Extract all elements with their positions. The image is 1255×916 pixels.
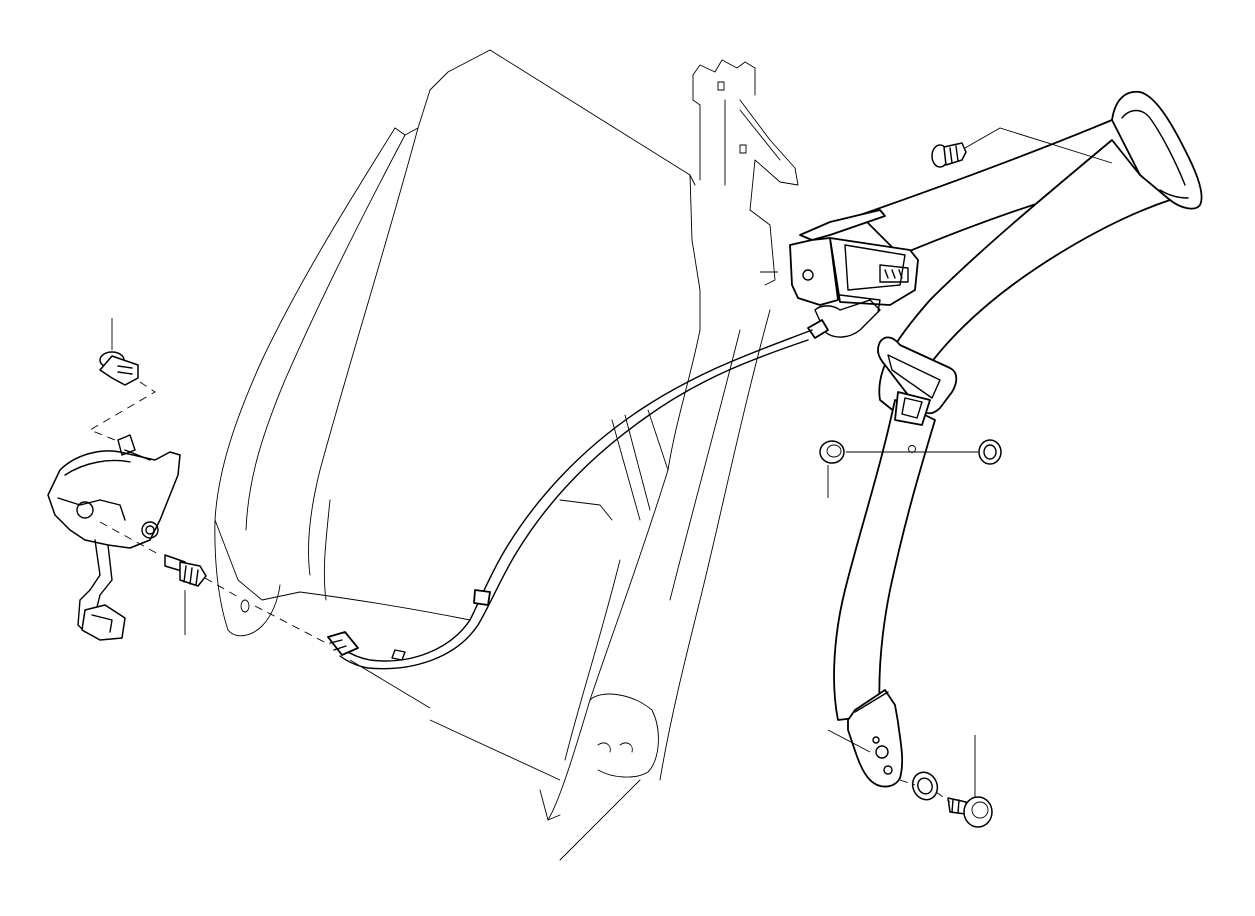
- bolt-upper-right: [931, 142, 967, 168]
- bolt-bottom-right: [947, 796, 993, 828]
- assembly-center-lines: [88, 381, 951, 803]
- belt-retractor: [789, 209, 919, 339]
- nut: [978, 439, 1002, 465]
- anchor-mount-hole: [240, 599, 250, 613]
- spacer-washer: [911, 771, 939, 801]
- seat-backrest: [214, 49, 771, 861]
- latch-plate: [877, 336, 958, 453]
- bolt-upper-left: [99, 351, 139, 386]
- seat-belt-webbing: [833, 119, 1171, 721]
- b-pillar-bracket: [692, 59, 799, 286]
- wiring-cable: [327, 329, 813, 670]
- bolt-lower-left: [164, 554, 207, 587]
- buckle-assembly: [47, 434, 181, 641]
- cover-cap: [819, 440, 845, 464]
- lower-anchor: [847, 689, 903, 788]
- leader-lines: [111, 127, 1113, 798]
